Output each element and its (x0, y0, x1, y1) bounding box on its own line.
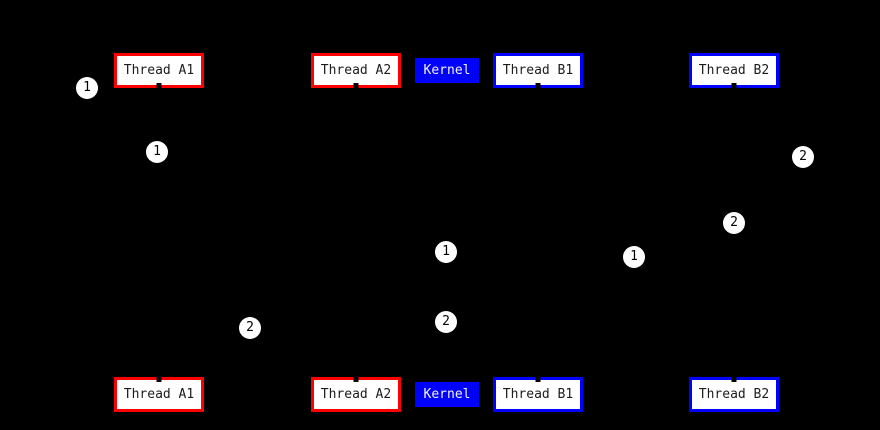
sequence-number-badge: 2 (792, 146, 814, 168)
sequence-number-badge: 2 (435, 311, 457, 333)
participant-label-thread-b1: Thread B1 (502, 387, 574, 402)
sequence-number-badge: 2 (723, 212, 745, 234)
participant-box-thread-a2-top: Thread A2 (311, 53, 401, 88)
participant-label-thread-b2: Thread B2 (698, 63, 770, 78)
sequence-number-badge: 2 (239, 317, 261, 339)
participant-label-kernel: Kernel (423, 63, 471, 78)
participant-label-thread-a1: Thread A1 (123, 63, 195, 78)
participant-box-thread-b2-top: Thread B2 (689, 53, 779, 88)
participant-label-thread-b2: Thread B2 (698, 387, 770, 402)
sequence-number-badge: 1 (146, 141, 168, 163)
sequence-number-badge: 1 (623, 246, 645, 268)
sequence-number-badge: 1 (435, 241, 457, 263)
participant-label-thread-a2: Thread A2 (320, 63, 392, 78)
participant-box-thread-b2-bottom: Thread B2 (689, 377, 779, 412)
sequence-number-badge: 1 (76, 77, 98, 99)
participant-box-thread-b1-bottom: Thread B1 (493, 377, 583, 412)
participant-box-thread-a1-top: Thread A1 (114, 53, 204, 88)
participant-label-kernel: Kernel (423, 387, 471, 402)
participant-box-kernel-bottom: Kernel (415, 382, 479, 407)
participant-label-thread-b1: Thread B1 (502, 63, 574, 78)
participant-box-thread-b1-top: Thread B1 (493, 53, 583, 88)
participant-box-kernel-top: Kernel (415, 58, 479, 83)
participant-box-thread-a1-bottom: Thread A1 (114, 377, 204, 412)
participant-label-thread-a2: Thread A2 (320, 387, 392, 402)
participant-label-thread-a1: Thread A1 (123, 387, 195, 402)
participant-box-thread-a2-bottom: Thread A2 (311, 377, 401, 412)
